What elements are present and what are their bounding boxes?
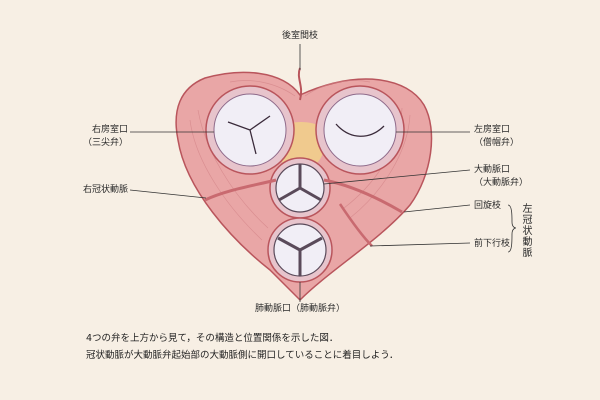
caption-line-1: 4つの弁を上方から見て，その構造と位置関係を示した図． (86, 333, 339, 344)
label-pulmonary: 肺動脈口（肺動脈弁） (254, 304, 345, 314)
label-aortic-valve: （大動脈弁） (474, 178, 529, 188)
figure-caption: 4つの弁を上方から見て，その構造と位置関係を示した図． 冠状動脈が大動脈弁起始部… (86, 330, 398, 364)
label-anterior-interventricular: 前下行枝 (474, 239, 511, 249)
mitral-valve (315, 85, 405, 175)
left-coronary-bracket (507, 204, 517, 253)
leader-lines (129, 44, 471, 302)
anterior-interventricular-artery (338, 203, 373, 247)
pulmonary-valve (267, 217, 333, 283)
label-posterior-interventricular: 後室間枝 (281, 31, 318, 41)
label-left-coronary: 左冠状動脈 (520, 203, 531, 258)
label-right-av-valve: （三尖弁） (82, 138, 128, 148)
label-circumflex: 回旋枝 (474, 201, 502, 211)
left-coronary-artery (323, 178, 403, 214)
right-coronary-artery (204, 178, 277, 202)
label-right-av-orifice: 右房室口 (91, 125, 128, 135)
label-right-coronary: 右冠状動脈 (82, 185, 128, 195)
label-left-av-orifice: 左房室口 (474, 125, 511, 135)
tricuspid-valve (205, 85, 295, 175)
posterior-interventricular-branch (297, 67, 303, 101)
label-left-av-valve: （僧帽弁） (474, 138, 520, 148)
caption-line-2: 冠状動脈が大動脈弁起始部の大動脈側に開口していることに着目しよう． (86, 350, 399, 361)
label-aortic-orifice: 大動脈口 (474, 165, 511, 175)
aortic-valve (269, 157, 331, 219)
